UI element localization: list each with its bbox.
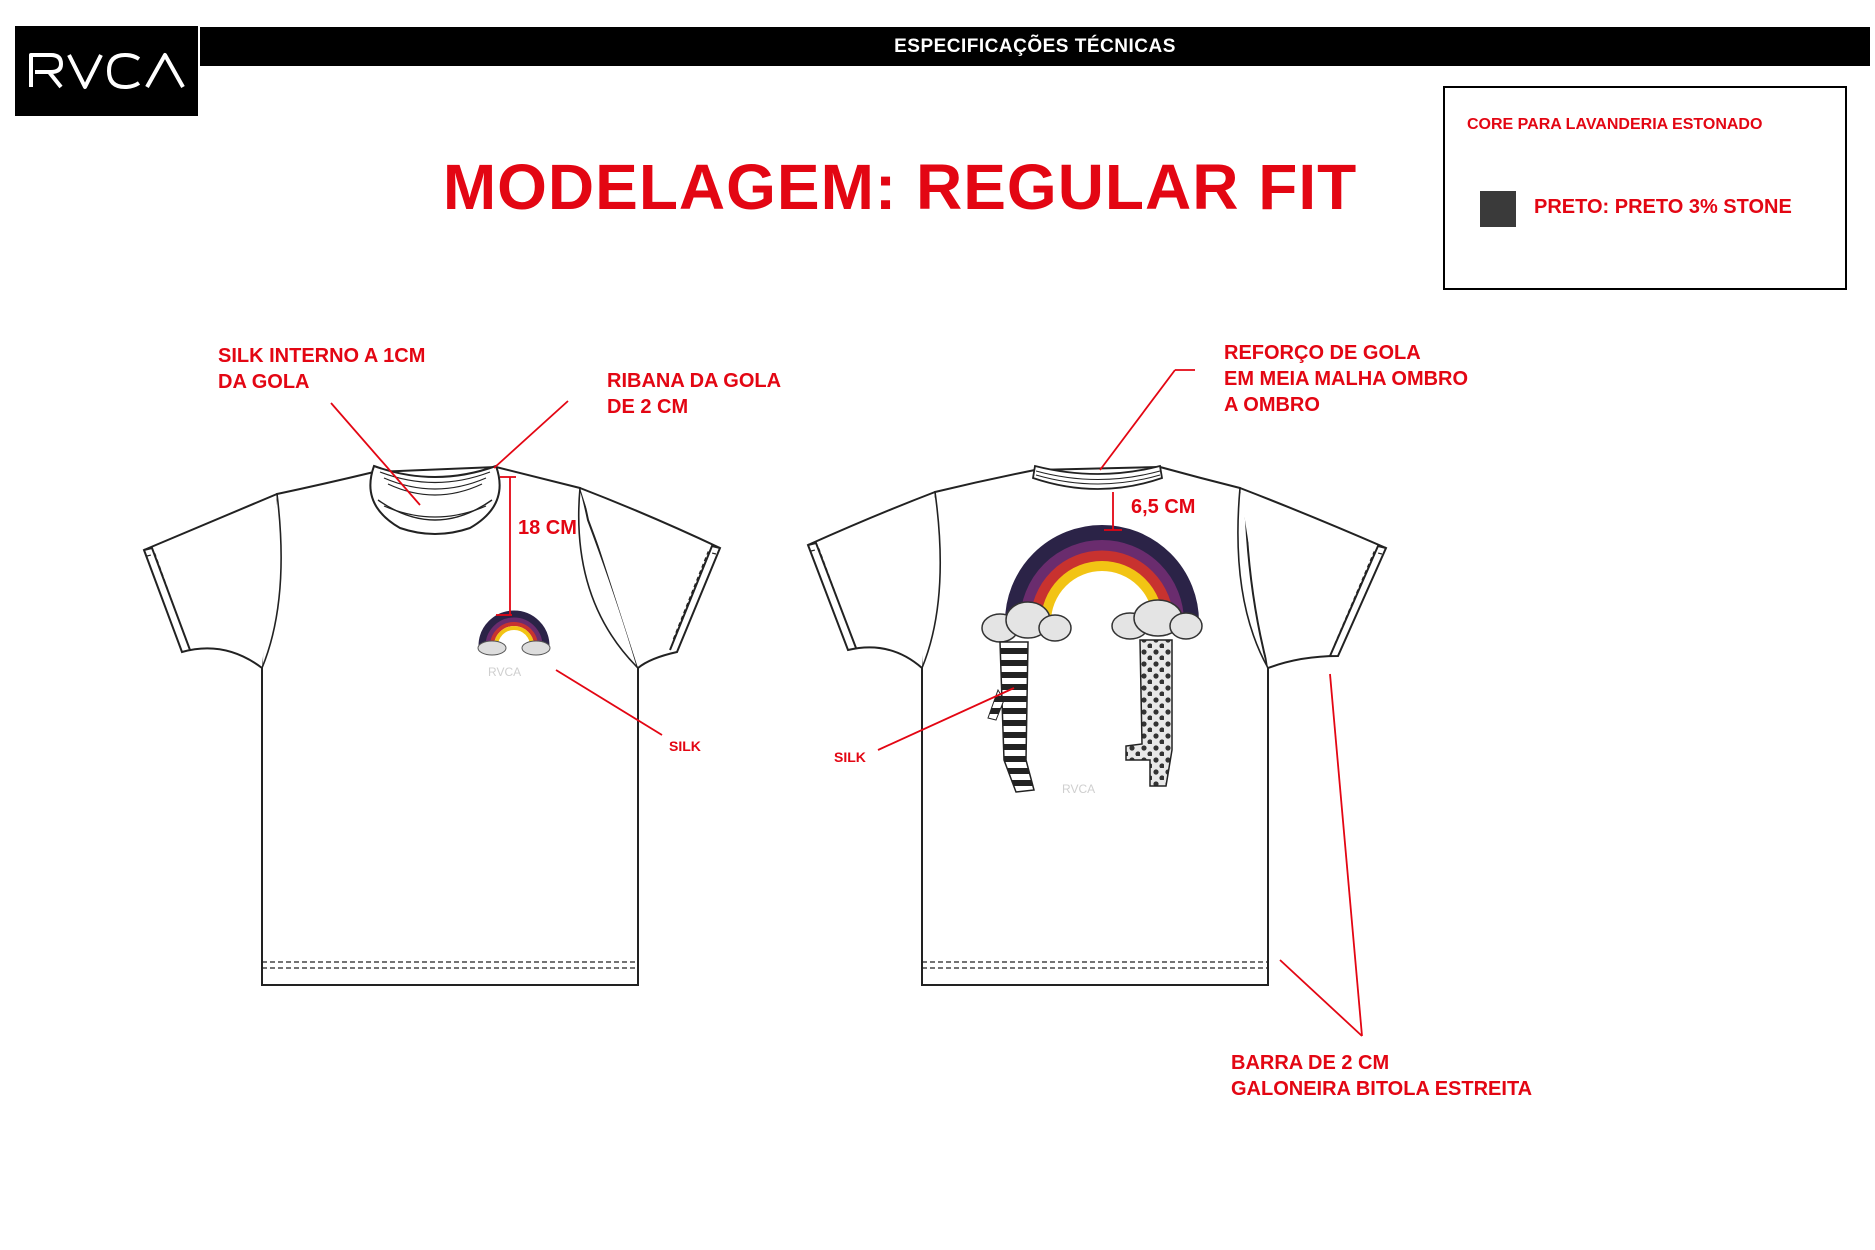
color-label: PRETO: PRETO 3% STONE [1534, 196, 1792, 218]
label-ribana: RIBANA DA GOLA DE 2 CM [607, 368, 781, 420]
header-title: ESPECIFICAÇÕES TÉCNICAS [200, 27, 1870, 66]
back-rainbow-print [981, 525, 1203, 793]
label-back-silk: SILK [834, 749, 866, 765]
label-front-measure: 18 CM [518, 517, 577, 539]
label-reforco: REFORÇO DE GOLA EM MEIA MALHA OMBRO A OM… [1224, 340, 1468, 418]
rvca-logo-mark [28, 52, 185, 90]
label-silk-interno-line2: DA GOLA [218, 371, 310, 393]
label-front-silk: SILK [669, 738, 701, 754]
color-spec-box: CORE PARA LAVANDERIA ESTONADO PRETO: PRE… [1443, 86, 1847, 290]
label-silk-interno: SILK INTERNO A 1CM DA GOLA [218, 343, 425, 395]
label-ribana-line1: RIBANA DA GOLA [607, 370, 782, 392]
label-reforco-line2: EM MEIA MALHA OMBRO [1224, 368, 1469, 390]
page-title: MODELAGEM: REGULAR FIT [442, 151, 1358, 223]
label-barra-line2: GALONEIRA BITOLA ESTREITA [1231, 1078, 1533, 1100]
label-barra: BARRA DE 2 CM GALONEIRA BITOLA ESTREITA [1231, 1050, 1532, 1102]
color-swatch [1480, 191, 1516, 227]
label-reforco-line3: A OMBRO [1224, 394, 1320, 416]
front-tshirt [142, 464, 722, 986]
label-silk-interno-line1: SILK INTERNO A 1CM [218, 345, 426, 367]
label-barra-line1: BARRA DE 2 CM [1231, 1052, 1390, 1074]
back-tshirt [806, 464, 1388, 986]
label-back-measure: 6,5 CM [1131, 496, 1196, 518]
label-ribana-line2: DE 2 CM [607, 396, 689, 418]
color-spec-title: CORE PARA LAVANDERIA ESTONADO [1467, 116, 1763, 133]
rvca-logo [15, 26, 198, 116]
front-print-logo: RVCA [488, 665, 522, 679]
front-rainbow-print [477, 610, 551, 656]
annotation-lines [330, 369, 1363, 1037]
back-print-logo: RVCA [1062, 782, 1096, 796]
label-reforco-line1: REFORÇO DE GOLA [1224, 342, 1421, 364]
